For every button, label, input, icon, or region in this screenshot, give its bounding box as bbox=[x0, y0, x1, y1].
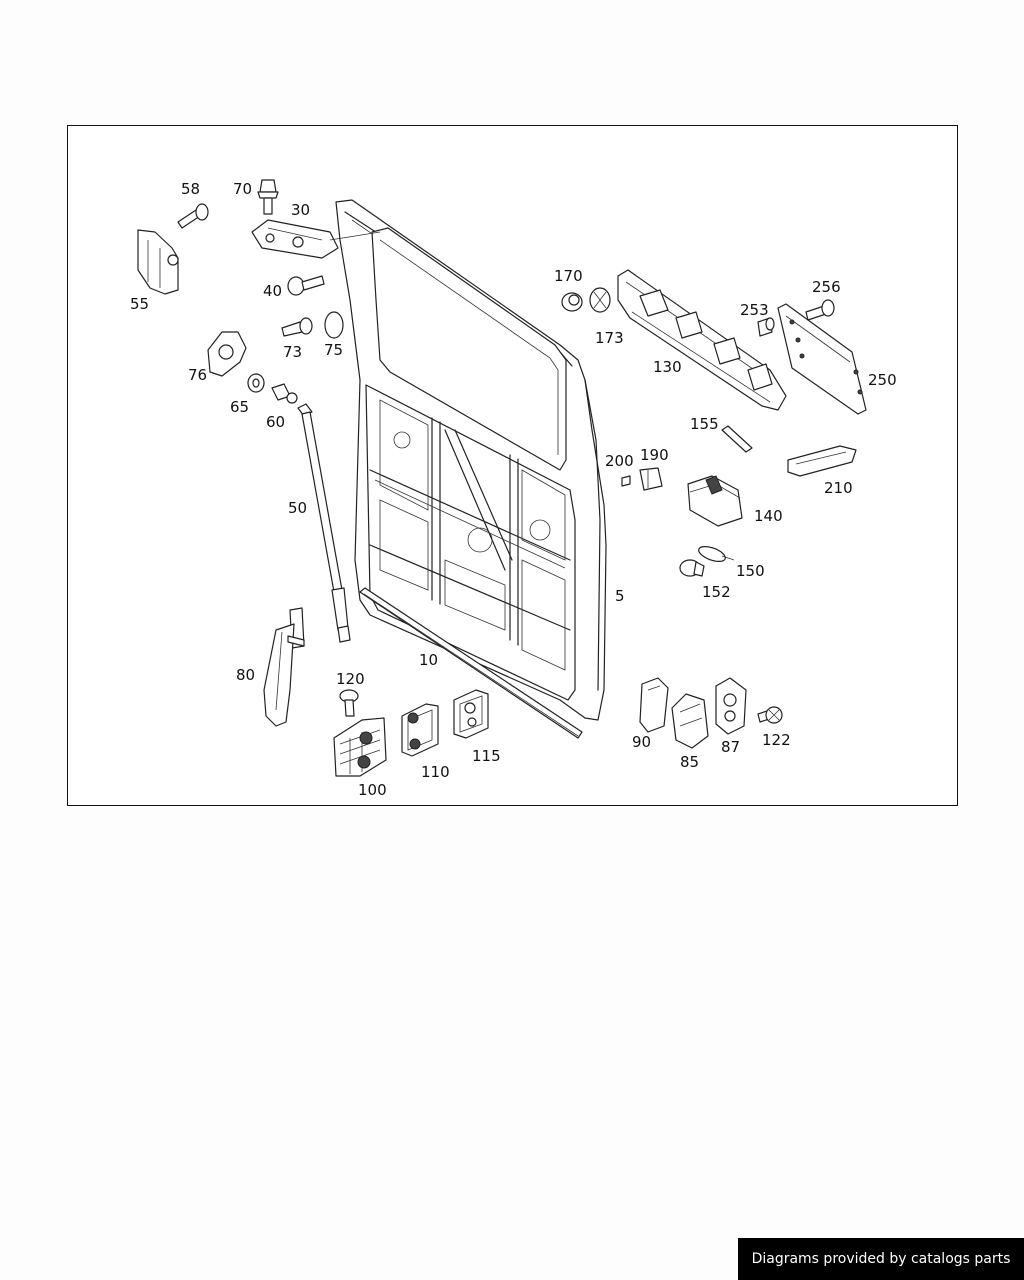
part-label-115: 115 bbox=[472, 747, 501, 765]
part-label-110: 110 bbox=[421, 763, 450, 781]
plate-panel-drawing bbox=[777, 303, 867, 415]
striker-110-drawing bbox=[401, 703, 439, 757]
credit-banner: Diagrams provided by catalogs parts bbox=[738, 1238, 1024, 1280]
part-label-170: 170 bbox=[554, 267, 583, 285]
part-label-60: 60 bbox=[266, 413, 285, 431]
screw-122-drawing bbox=[757, 706, 783, 724]
bolt-58-drawing bbox=[177, 203, 209, 229]
part-label-50: 50 bbox=[288, 499, 307, 517]
part-label-70: 70 bbox=[233, 180, 252, 198]
part-label-75: 75 bbox=[324, 341, 343, 359]
screw-256-drawing bbox=[805, 299, 835, 321]
hinge-30-drawing bbox=[251, 219, 381, 259]
part-label-250: 250 bbox=[868, 371, 897, 389]
striker-100-drawing bbox=[333, 717, 387, 777]
connector-190-drawing bbox=[621, 467, 663, 491]
gasket-76-drawing bbox=[207, 331, 247, 377]
grommet-170-drawing bbox=[561, 292, 583, 312]
part-label-40: 40 bbox=[263, 282, 282, 300]
part-label-55: 55 bbox=[130, 295, 149, 313]
part-label-150: 150 bbox=[736, 562, 765, 580]
part-label-140: 140 bbox=[754, 507, 783, 525]
rod-155-drawing bbox=[721, 425, 753, 453]
part-label-256: 256 bbox=[812, 278, 841, 296]
latch-115-drawing bbox=[453, 689, 489, 739]
pin-73-drawing bbox=[281, 317, 313, 337]
bulb-152-drawing bbox=[679, 559, 705, 577]
part-label-80: 80 bbox=[236, 666, 255, 684]
part-label-173: 173 bbox=[595, 329, 624, 347]
hinge-bracket-drawing bbox=[137, 229, 179, 295]
part-label-120: 120 bbox=[336, 670, 365, 688]
bolt-70-drawing bbox=[257, 179, 279, 215]
part-label-90: 90 bbox=[632, 733, 651, 751]
part-label-85: 85 bbox=[680, 753, 699, 771]
part-label-130: 130 bbox=[653, 358, 682, 376]
strap-drawing bbox=[263, 607, 305, 727]
part-label-65: 65 bbox=[230, 398, 249, 416]
part-label-155: 155 bbox=[690, 415, 719, 433]
part-label-73: 73 bbox=[283, 343, 302, 361]
part-label-10: 10 bbox=[419, 651, 438, 669]
part-label-76: 76 bbox=[188, 366, 207, 384]
part-label-152: 152 bbox=[702, 583, 731, 601]
cap-173-drawing bbox=[589, 287, 611, 313]
part-label-210: 210 bbox=[824, 479, 853, 497]
latch-87-drawing bbox=[715, 677, 747, 735]
nut-253-drawing bbox=[757, 317, 775, 337]
part-label-58: 58 bbox=[181, 180, 200, 198]
part-label-122: 122 bbox=[762, 731, 791, 749]
part-label-5: 5 bbox=[615, 587, 625, 605]
part-label-200: 200 bbox=[605, 452, 634, 470]
gas-strut-drawing bbox=[297, 403, 351, 643]
bolt-40-drawing bbox=[287, 275, 325, 296]
bulb-150-drawing bbox=[698, 546, 735, 562]
part-label-87: 87 bbox=[721, 738, 740, 756]
part-label-30: 30 bbox=[291, 201, 310, 219]
lock-85-drawing bbox=[671, 693, 709, 749]
handle-housing-drawing bbox=[617, 269, 787, 411]
gasket-90-drawing bbox=[639, 677, 669, 733]
handle-grip-drawing bbox=[787, 445, 857, 477]
seal-strip-drawing bbox=[359, 587, 583, 739]
ball-stud-60-drawing bbox=[271, 383, 298, 404]
part-label-190: 190 bbox=[640, 446, 669, 464]
washer-65-drawing bbox=[247, 373, 265, 393]
part-label-253: 253 bbox=[740, 301, 769, 319]
washer-75-drawing bbox=[324, 311, 344, 339]
screw-120-drawing bbox=[339, 689, 359, 717]
switch-140-drawing bbox=[687, 475, 743, 527]
part-label-100: 100 bbox=[358, 781, 387, 799]
